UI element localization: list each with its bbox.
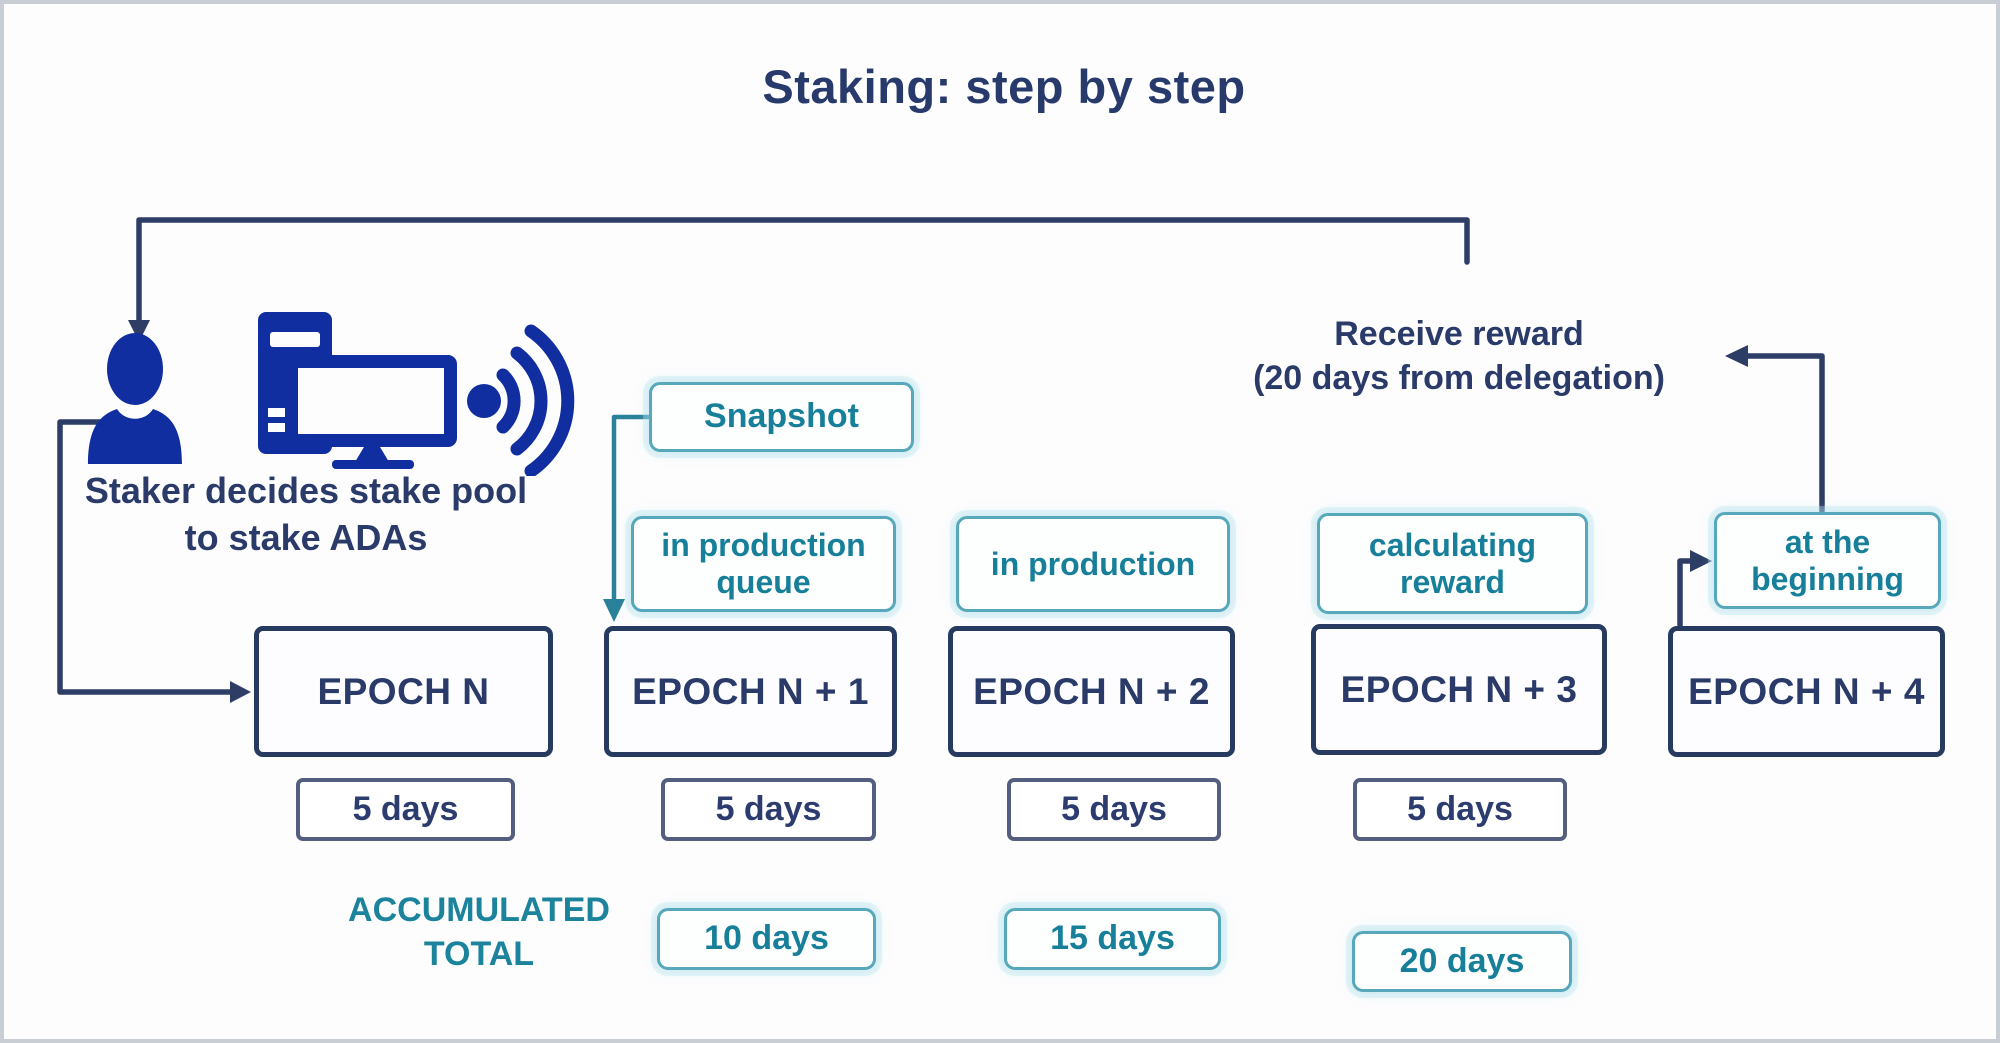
staker-caption-line2: to stake ADAs	[184, 516, 428, 558]
arrowhead-into-epoch-n	[230, 681, 251, 703]
status-label-epoch1: in production queue	[661, 527, 866, 600]
status-label-epoch3: calculating reward	[1368, 526, 1537, 600]
status-label-epoch4: at the beginning	[1751, 523, 1904, 597]
epoch4-to-beginning-line	[1677, 558, 1695, 628]
receive-reward-line1: Receive reward	[1334, 315, 1584, 353]
staker-caption-line1: Staker decides stake pool	[84, 470, 528, 511]
status-label-epoch2: in production	[990, 545, 1196, 582]
duration-label-n1: 5 days	[715, 790, 822, 828]
accumulated-label-n3: 20 days	[1399, 941, 1525, 980]
epoch-label-n: EPOCH N	[317, 670, 490, 712]
epoch-label-n3: EPOCH N + 3	[1340, 668, 1578, 710]
epoch-box-n: EPOCH N	[254, 626, 553, 757]
duration-box-n1: 5 days	[661, 778, 876, 841]
status-box-epoch2: in production	[956, 516, 1230, 612]
epoch-label-n2: EPOCH N + 2	[973, 670, 1210, 712]
duration-box-n2: 5 days	[1007, 778, 1221, 841]
epoch-box-n4: EPOCH N + 4	[1668, 626, 1945, 757]
epoch-label-n1: EPOCH N + 1	[632, 670, 869, 712]
page-title: Staking: step by step	[762, 60, 1246, 113]
accumulated-total-label: ACCUMULATED TOTAL	[324, 888, 634, 976]
staker-person-icon	[88, 333, 182, 464]
accumulated-label-n1: 10 days	[704, 919, 829, 958]
epoch-box-n3: EPOCH N + 3	[1311, 624, 1607, 755]
reward-arrow-line	[1743, 353, 1825, 514]
epoch-label-n4: EPOCH N + 4	[1688, 670, 1925, 712]
accumulated-total-line1: ACCUMULATED	[348, 891, 610, 929]
duration-box-n: 5 days	[296, 778, 515, 841]
status-box-epoch3: calculating reward	[1317, 513, 1588, 614]
arrowhead-into-beginning-box	[1690, 550, 1712, 572]
accumulated-label-n2: 15 days	[1050, 919, 1175, 958]
epoch-box-n1: EPOCH N + 1	[604, 626, 897, 757]
duration-label-n: 5 days	[352, 790, 459, 828]
epoch-box-n2: EPOCH N + 2	[948, 626, 1235, 757]
arrowhead-to-reward-text	[1725, 345, 1748, 367]
duration-label-n3: 5 days	[1407, 790, 1513, 828]
snapshot-label: Snapshot	[704, 397, 859, 436]
duration-box-n3: 5 days	[1353, 778, 1567, 841]
staker-caption: Staker decides stake pool to stake ADAs	[66, 468, 546, 562]
snapshot-box: Snapshot	[649, 382, 914, 452]
status-box-epoch1: in production queue	[631, 516, 896, 612]
accumulated-box-n3: 20 days	[1352, 931, 1572, 992]
duration-label-n2: 5 days	[1061, 790, 1167, 828]
accumulated-box-n2: 15 days	[1004, 908, 1221, 970]
accumulated-total-line2: TOTAL	[423, 935, 535, 974]
accumulated-box-n1: 10 days	[657, 908, 876, 970]
arrowhead-snapshot	[603, 599, 625, 622]
receive-reward-note: Receive reward (20 days from delegation)	[1229, 312, 1689, 400]
receive-reward-line2: (20 days from delegation)	[1253, 359, 1665, 398]
stake-pool-icon	[258, 312, 575, 476]
status-box-epoch4: at the beginning	[1714, 512, 1941, 609]
